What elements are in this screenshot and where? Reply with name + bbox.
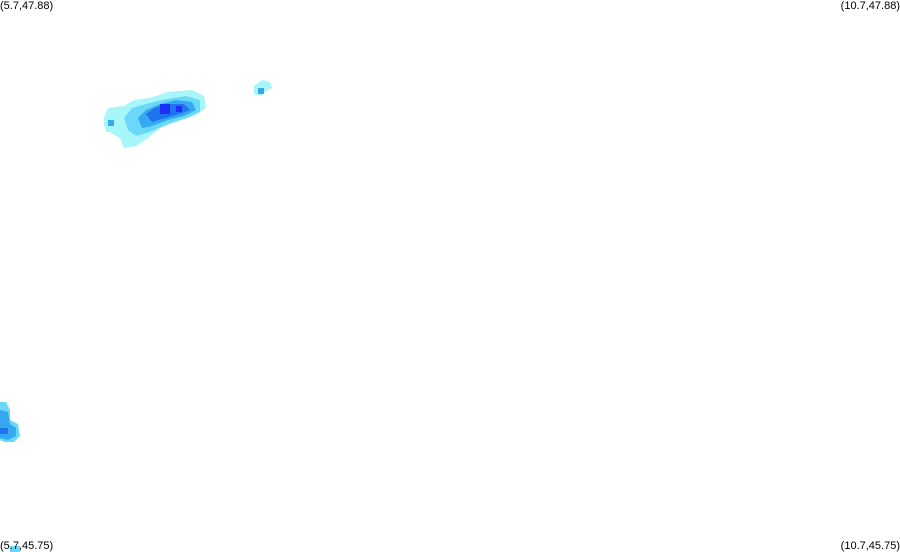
precipitation-cell-c: [0, 402, 20, 442]
precip-level-3: [108, 120, 114, 126]
precip-level-5: [160, 104, 170, 114]
corner-label-top-right: (10.7,47.88): [840, 0, 900, 12]
precip-level-3: [258, 88, 264, 94]
precipitation-cell-a: [104, 90, 206, 148]
precip-level-5: [176, 106, 182, 112]
precipitation-cell-b: [254, 80, 272, 96]
corner-label-top-left: (5.7,47.88): [0, 0, 54, 12]
precip-level-2: [10, 546, 20, 552]
precip-level-1: [106, 124, 114, 132]
corner-label-bottom-right: (10.7,45.75): [840, 540, 900, 552]
precip-level-4: [0, 428, 8, 434]
corner-label-bottom-left: (5.7,45.75): [0, 540, 54, 552]
precipitation-cell-d: [10, 546, 20, 552]
